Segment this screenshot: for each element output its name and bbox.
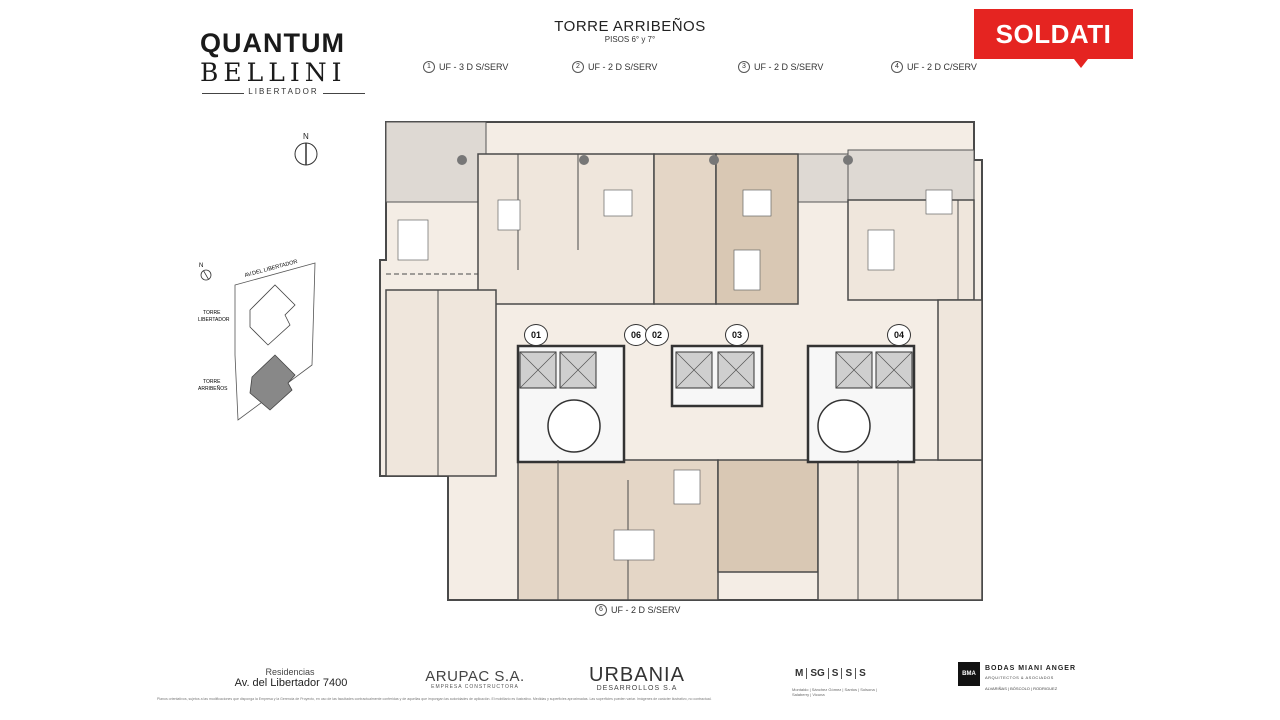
arupac-logo: ARUPAC S.A. — [425, 668, 525, 685]
msg-letter: S — [841, 668, 855, 679]
legend-label: UF - 2 D C/SERV — [907, 62, 977, 72]
unit-4-north — [847, 199, 975, 301]
compass-icon: N — [294, 132, 318, 166]
msg-letter: S — [827, 668, 842, 679]
bma-name: BODAS MIANI ANGER — [985, 665, 1077, 672]
msg-letter: SG — [806, 668, 827, 679]
unit-badge-03[interactable]: 03 — [725, 324, 749, 346]
brand-sub: LIBERTADOR — [202, 87, 365, 96]
bma-sub: ARQUITECTOS & ASOCIADOS — [985, 675, 1054, 680]
legend-unit-6: 6 UF - 2 D S/SERV — [595, 604, 680, 616]
msgsss-sub: Montaldo | Sánchez Gómez | Santos | Sols… — [792, 687, 877, 697]
unit-number-icon: 6 — [595, 604, 607, 616]
terrace-3 — [795, 153, 849, 203]
site-plan: N AV.DEL LIBERTADOR TORRE LIBERTADOR TOR… — [198, 259, 316, 421]
legend-label: UF - 2 D S/SERV — [611, 605, 681, 615]
terrace-4 — [847, 149, 975, 201]
footer-residencias: Residencias — [265, 667, 315, 677]
legend-label: UF - 2 D S/SERV — [754, 62, 824, 72]
urbania-sub: DESARROLLOS S.A — [596, 685, 678, 692]
site-tower1-label: TORRE — [203, 310, 221, 316]
unit-badge-01[interactable]: 01 — [524, 324, 548, 346]
unit-number-icon: 4 — [891, 61, 903, 73]
bma-sub2: ALVARIÑAS | BÓSCOLO | RODRIGUEZ — [985, 686, 1058, 691]
legend-unit-2: 2 UF - 2 D S/SERV — [572, 61, 657, 73]
site-compass-icon — [200, 269, 212, 281]
msg-letter: S — [855, 668, 869, 679]
stair-icon — [817, 399, 871, 453]
disclaimer: Planos orientativos, sujetos a las modif… — [157, 697, 712, 701]
site-tower2-label: TORRE — [203, 379, 221, 385]
brand-quantum: QUANTUM — [200, 28, 345, 58]
site-tower1-label-2: LIBERTADOR — [198, 317, 230, 323]
site-street-label: AV.DEL LIBERTADOR — [244, 259, 298, 279]
floor-plan — [379, 121, 983, 601]
unit-badge-02[interactable]: 02 — [645, 324, 669, 346]
floors-label: PISOS 6° y 7° — [604, 35, 656, 44]
unit-1-west — [385, 289, 497, 477]
unit-4-south — [817, 459, 983, 601]
legend-label: UF - 2 D S/SERV — [588, 62, 658, 72]
urbania-logo: URBANIA — [589, 664, 685, 686]
site-tower2-label-2: ARRIBEÑOS — [198, 385, 228, 392]
unit-number-icon: 2 — [572, 61, 584, 73]
legend-unit-3: 3 UF - 2 D S/SERV — [738, 61, 823, 73]
terrace-1 — [385, 121, 487, 203]
unit-number-icon: 3 — [738, 61, 750, 73]
tower-title: TORRE ARRIBEÑOS — [554, 18, 706, 35]
bma-logo: BMA — [958, 662, 980, 686]
brand-bellini: BELLINI — [200, 58, 347, 87]
stair-icon — [547, 399, 601, 453]
unit-badge-04[interactable]: 04 — [887, 324, 911, 346]
unit-4-east — [937, 299, 983, 461]
legend-label: UF - 3 D S/SERV — [439, 62, 509, 72]
compass-n-label: N — [303, 132, 309, 141]
arupac-sub: EMPRESA CONSTRUCTORA — [431, 684, 519, 690]
footer-address: Av. del Libertador 7400 — [234, 677, 348, 689]
msgsss-logo: M SG S S S — [792, 668, 869, 679]
unit-2 — [653, 153, 717, 305]
site-compass-n: N — [199, 263, 203, 269]
soldati-logo[interactable]: SOLDATI — [974, 9, 1133, 59]
soldati-logo-tail — [1074, 59, 1088, 68]
legend-unit-4: 4 UF - 2 D C/SERV — [891, 61, 977, 73]
msg-letter: M — [795, 668, 804, 679]
tower-libertador-shape — [249, 284, 296, 346]
unit-number-icon: 1 — [423, 61, 435, 73]
unit-3-south — [717, 459, 819, 573]
tower-arribenos-shape — [249, 354, 296, 411]
legend-unit-1: 1 UF - 3 D S/SERV — [423, 61, 508, 73]
